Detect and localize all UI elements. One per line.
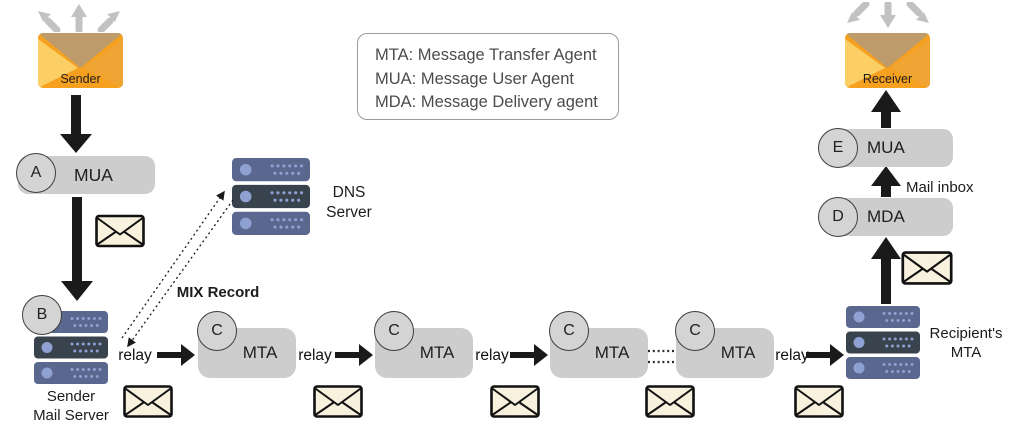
dns-label-line1: DNS xyxy=(332,184,366,201)
relay-arrow-2 xyxy=(335,344,373,366)
mail-inbox-label: Mail inbox xyxy=(906,179,974,196)
mta-2-label: MTA xyxy=(419,343,455,362)
dns-server-label: DNS Server xyxy=(318,183,380,223)
recipient-mta-label: Recipient's MTA xyxy=(918,324,1014,362)
step-badge-c2: C xyxy=(374,311,414,351)
message-envelope-icon xyxy=(901,251,953,285)
message-envelope-icon xyxy=(95,214,145,248)
receiver-label: Receiver xyxy=(863,72,912,86)
message-envelope-icon xyxy=(313,385,363,418)
relay-arrow-1 xyxy=(157,344,195,366)
mua-receiver-label: MUA xyxy=(867,138,905,157)
mta-1-label: MTA xyxy=(242,343,278,362)
sender-server-label: Sender Mail Server xyxy=(19,387,123,425)
legend-line-mua: MUA: Message User Agent xyxy=(375,69,574,88)
sender-label: Sender xyxy=(60,72,100,86)
message-envelope-icon xyxy=(794,385,844,418)
step-badge-c1: C xyxy=(197,311,237,351)
mta-4-label: MTA xyxy=(720,343,756,362)
mda-label: MDA xyxy=(867,207,905,226)
sender-server-label-line1: Sender xyxy=(46,388,96,405)
arrow-sender-to-mua xyxy=(60,95,92,153)
relay-label-2: relay xyxy=(298,347,332,364)
step-badge-c4: C xyxy=(675,311,715,351)
relay-arrow-3 xyxy=(510,344,548,366)
arrow-mua-to-mailserver xyxy=(61,197,93,301)
step-badge-a: A xyxy=(16,153,56,193)
mta-3-label: MTA xyxy=(594,343,630,362)
dotted-continuation-link xyxy=(648,349,676,364)
relay-label-3: relay xyxy=(475,347,509,364)
mua-sender-label: MUA xyxy=(74,164,113,185)
message-envelope-icon xyxy=(645,385,695,418)
sender-open-envelope-icon: Sender xyxy=(38,33,123,88)
relay-label-4: relay xyxy=(775,347,809,364)
arrow-mua-to-receiver xyxy=(871,90,901,128)
message-envelope-icon xyxy=(123,385,173,418)
node-mta-3: MTA xyxy=(550,328,648,378)
recipient-mta-server-icon xyxy=(846,306,920,379)
sender-server-label-line2: Mail Server xyxy=(33,407,109,425)
dns-server-icon xyxy=(232,158,310,235)
step-badge-b: B xyxy=(22,295,62,335)
recipient-label-line1: Recipient's xyxy=(929,325,1003,342)
arrow-server-to-mda xyxy=(871,237,901,304)
triple-outgoing-arrows-icon xyxy=(38,4,120,32)
step-badge-d: D xyxy=(818,197,858,237)
dns-label-line2: Server xyxy=(326,203,372,221)
mix-record-label: MIX Record xyxy=(176,284,260,301)
legend-line-mta: MTA: Message Transfer Agent xyxy=(375,46,597,64)
triple-incoming-arrows-icon xyxy=(847,2,929,28)
arrow-mda-to-mua xyxy=(871,166,901,197)
legend-line-mda: MDA: Message Delivery agent xyxy=(375,93,598,111)
legend-box: MTA: Message Transfer Agent MUA: Message… xyxy=(357,33,619,120)
relay-arrow-4 xyxy=(806,344,844,366)
step-badge-e: E xyxy=(818,128,858,168)
relay-label-1: relay xyxy=(118,347,152,364)
receiver-open-envelope-icon: Receiver xyxy=(845,33,930,88)
step-badge-c3: C xyxy=(549,311,589,351)
recipient-label-line2: MTA xyxy=(950,344,982,362)
message-envelope-icon xyxy=(490,385,540,418)
